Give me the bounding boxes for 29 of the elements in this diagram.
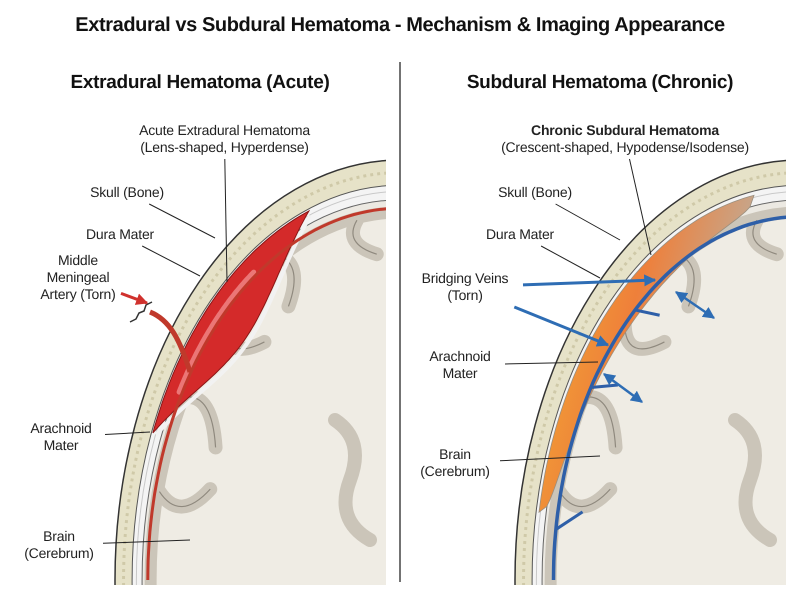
callout-label: Arachnoid Mater [418, 348, 502, 382]
diagram-title: Extradural vs Subdural Hematoma - Mechanism & Imaging Appearance [74, 14, 726, 37]
callout-label: Acute Extradural Hematoma (Lens-shaped, Hyperdense) [122, 122, 327, 156]
callout-label: Bridging Veins (Torn) [410, 270, 520, 304]
leader-line [629, 158, 652, 256]
panel-heading: Subdural Hematoma (Chronic) [466, 72, 734, 94]
callout-label: Brain (Cerebrum) [18, 528, 100, 562]
leader-line [148, 204, 216, 238]
callout-label: Chronic Subdural Hematoma [530, 122, 720, 139]
leader-line [555, 204, 620, 240]
leader-line [540, 246, 600, 278]
callout-label: Skull (Bone) [490, 184, 580, 201]
leader-line [500, 456, 600, 462]
arrow [522, 274, 656, 286]
callout-label: Skull (Bone) [82, 184, 172, 201]
callout-label: Brain (Cerebrum) [413, 446, 497, 480]
arrow [120, 292, 148, 305]
callout-label: Dura Mater [80, 226, 160, 243]
leader-line [104, 432, 150, 435]
panel-heading: Extradural Hematoma (Acute) [69, 72, 331, 94]
callout-subtitle: (Crescent-shaped, Hypodense/Isodense) [500, 139, 750, 156]
arrow [514, 306, 610, 346]
leader-line [224, 158, 228, 282]
leader-line [504, 362, 598, 364]
leader-line [102, 540, 190, 544]
leader-line [142, 246, 200, 276]
callout-label: Middle Meningeal Artery (Torn) [38, 252, 118, 303]
callout-label: Arachnoid Mater [20, 420, 102, 454]
callout-label: Dura Mater [480, 226, 560, 243]
